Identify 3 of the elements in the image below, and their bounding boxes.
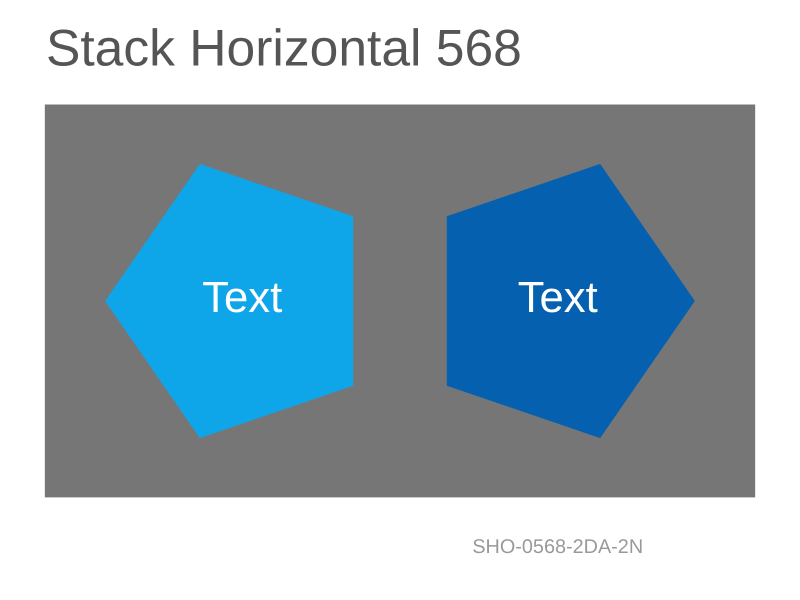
cluster (44, 104, 756, 498)
label: SHO-0568-2DA-2N (472, 536, 644, 558)
diagram-title: Stack Horizontal 568 (46, 18, 522, 76)
